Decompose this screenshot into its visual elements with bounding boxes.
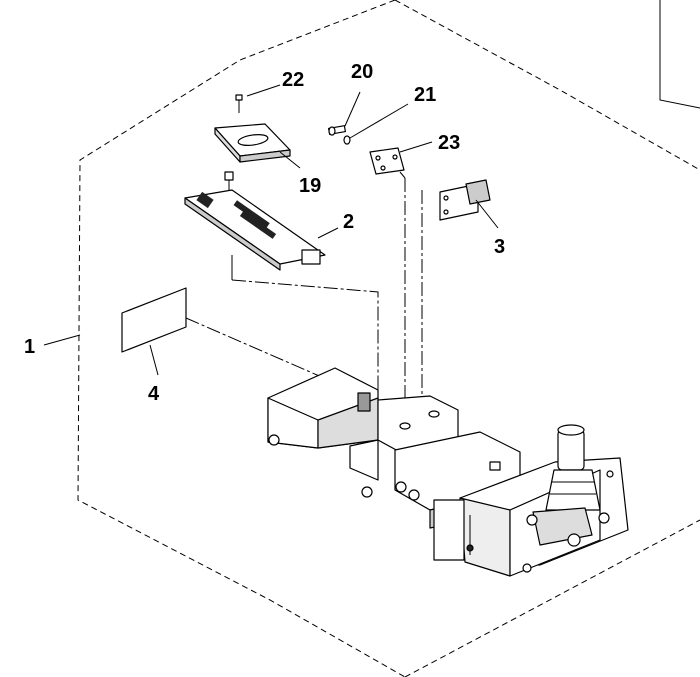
assembly-lines bbox=[185, 178, 423, 402]
assembly-boundary bbox=[77, 0, 700, 677]
part-19-bracket bbox=[214, 123, 301, 169]
callout-21: 21 bbox=[414, 84, 436, 106]
part-23-plate bbox=[369, 141, 433, 179]
part-2-circuit-board bbox=[184, 189, 339, 280]
callout-23: 23 bbox=[438, 132, 460, 154]
callout-3: 3 bbox=[494, 236, 505, 258]
callout-1: 1 bbox=[24, 336, 35, 358]
callout-2: 2 bbox=[343, 211, 354, 233]
part-1-leader bbox=[43, 334, 81, 346]
callout-19: 19 bbox=[299, 175, 321, 197]
adjacent-frame bbox=[659, 0, 700, 109]
main-unit bbox=[267, 367, 629, 577]
callout-22: 22 bbox=[282, 69, 304, 91]
part-20-pin bbox=[328, 91, 361, 136]
callout-4: 4 bbox=[148, 383, 160, 405]
part-4-label bbox=[121, 287, 187, 376]
callouts: 1 2 3 4 19 20 21 22 23 bbox=[24, 61, 505, 405]
part-3-clip bbox=[439, 179, 499, 229]
part-21-washer bbox=[343, 103, 409, 145]
callout-20: 20 bbox=[351, 61, 373, 83]
part-22-screw bbox=[235, 84, 281, 113]
